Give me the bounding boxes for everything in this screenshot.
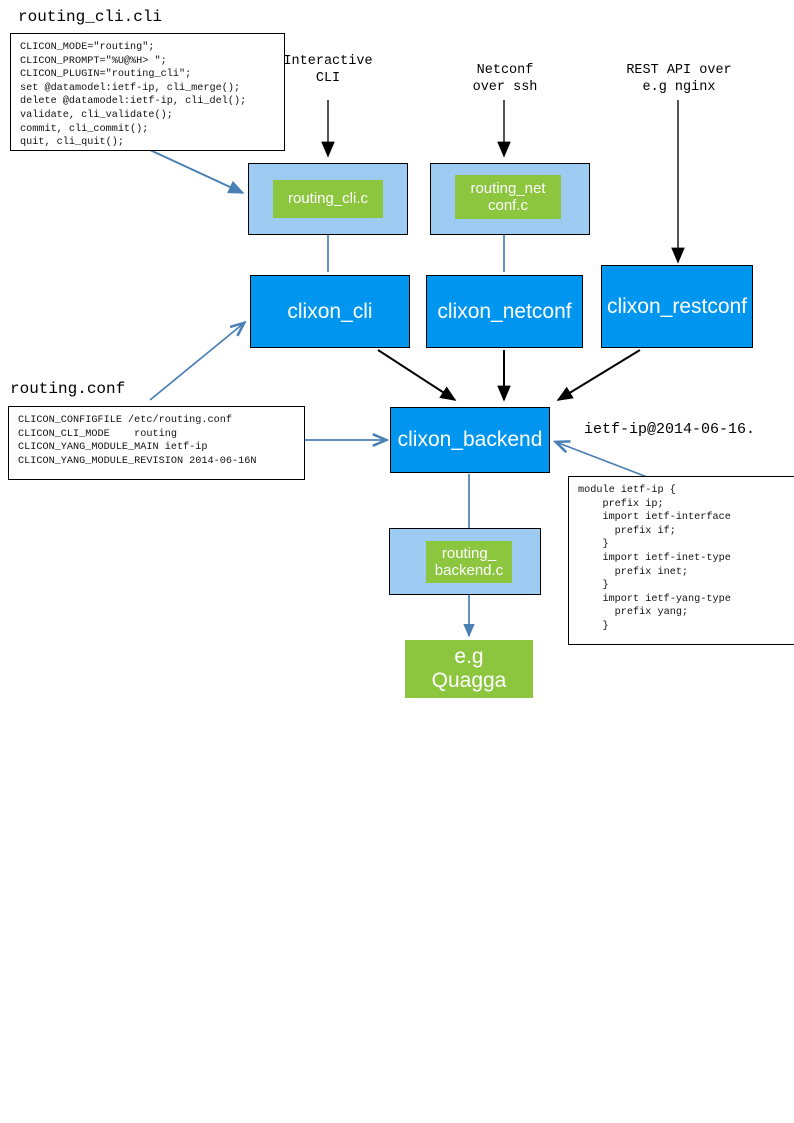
- yang-file-label: ietf-ip@2014-06-16.: [584, 421, 756, 438]
- plugin-routing-netconf-c[interactable]: routing_net conf.c: [455, 175, 561, 219]
- yang-code-box: module ietf-ip { prefix ip; import ietf-…: [568, 476, 794, 645]
- process-clixon-restconf[interactable]: clixon_restconf: [601, 265, 753, 348]
- arrow-cli-spec-to-cli-plugin: [149, 149, 245, 194]
- input-label-netconf: Netconf over ssh: [472, 63, 538, 95]
- process-clixon-backend[interactable]: clixon_backend: [390, 407, 550, 473]
- config-code-box: CLICON_CONFIGFILE /etc/routing.conf CLIC…: [8, 406, 305, 480]
- input-label-interactive-cli: Interactive CLI: [283, 54, 373, 86]
- arrow-config-to-clixon-cli: [149, 323, 244, 401]
- cli-spec-file-label: routing_cli.cli: [18, 8, 163, 26]
- process-clixon-cli[interactable]: clixon_cli: [250, 275, 410, 348]
- plugin-routing-backend-c[interactable]: routing_ backend.c: [426, 541, 512, 583]
- arrow-clixon-cli-to-backend: [377, 349, 457, 401]
- config-file-label: routing.conf: [10, 380, 126, 398]
- arrow-yang-to-backend: [556, 442, 661, 483]
- plugin-routing-cli-c[interactable]: routing_cli.c: [273, 180, 383, 218]
- cli-spec-code-box: CLICON_MODE="routing"; CLICON_PROMPT="%U…: [10, 33, 285, 151]
- routing-daemon-quagga[interactable]: e.g Quagga: [405, 640, 533, 698]
- arrow-clixon-restconf-to-backend: [556, 349, 641, 401]
- input-label-rest-api: REST API over e.g nginx: [626, 63, 732, 95]
- process-clixon-netconf[interactable]: clixon_netconf: [426, 275, 583, 348]
